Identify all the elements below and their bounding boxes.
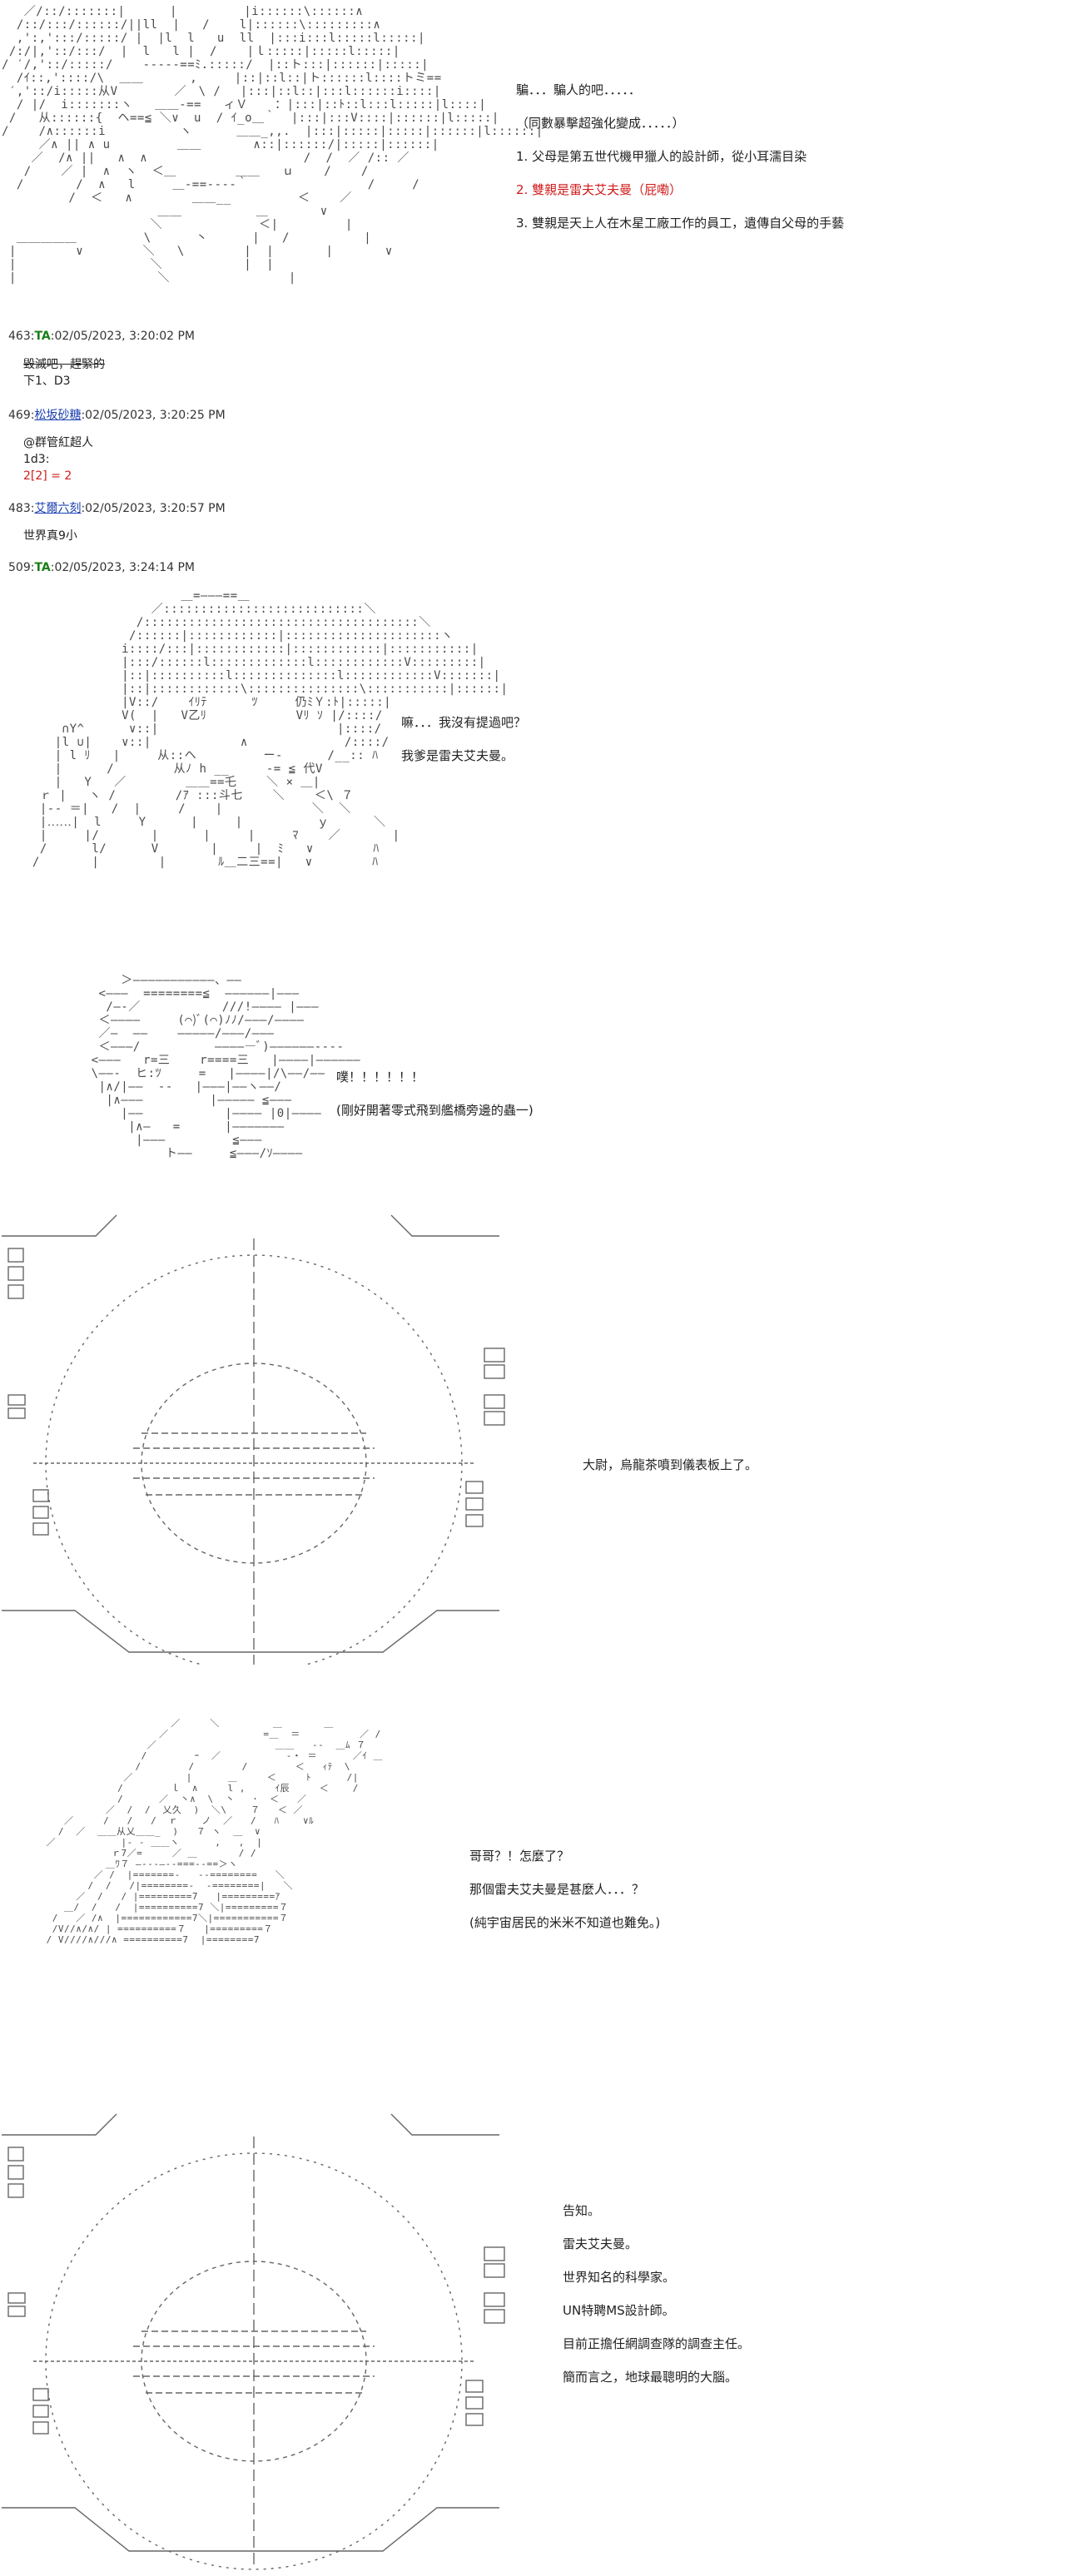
dialogue-line: 2. 雙親是雷夫艾夫曼（屁嘞） xyxy=(516,182,682,197)
dialogue-line: 大尉，烏龍茶噴到儀表板上了。 xyxy=(583,1457,758,1472)
dialogue-panel6: 告知。 雷夫艾夫曼。 世界知名的科學家。 UN特聘MS設計師。 目前正擔任網調查… xyxy=(563,2194,750,2394)
dice-result: 2[2] = 2 xyxy=(23,469,72,483)
dialogue-panel5: 哥哥？！怎麼了？ 那個雷夫艾夫曼是甚麼人．．．？ (純宇宙居民的米米不知道也難免… xyxy=(469,1839,660,1939)
dialogue-line: 嘛．．．我沒有提過吧？ xyxy=(401,715,527,730)
post-number: 469: xyxy=(8,409,35,422)
dialogue-line: 3. 雙親是天上人在木星工廠工作的員工，遺傳自父母的手藝 xyxy=(516,216,845,231)
dialogue-line: 簡而言之，地球最聰明的大腦。 xyxy=(563,2370,738,2385)
dialogue-line: 告知。 xyxy=(563,2203,601,2218)
dialogue-line: 噗！！！！！！ xyxy=(336,1070,424,1085)
post-header: 509:TA:02/05/2023, 3:24:14 PM xyxy=(8,561,195,574)
post-date: :02/05/2023, 3:20:02 PM xyxy=(50,330,196,343)
post-header: 483:艾爾六刻:02/05/2023, 3:20:57 PM xyxy=(8,499,226,516)
ascii-art-panel2: ＿=―――==＿ ／:::::::::::::::::::::::::::＼ /… xyxy=(32,589,509,869)
dialogue-line: 哥哥？！怎麼了？ xyxy=(469,1849,570,1864)
post-header: 463:TA:02/05/2023, 3:20:02 PM xyxy=(8,330,195,343)
post-date: :02/05/2023, 3:20:57 PM xyxy=(81,502,226,515)
dialogue-line: 我爹是雷夫艾夫曼。 xyxy=(401,748,514,763)
dialogue-line: (剛好開著零式飛到艦橋旁邊的蟲一) xyxy=(336,1103,534,1118)
poster-name[interactable]: TA xyxy=(34,561,51,574)
dialogue-panel1: 騙．．．騙人的吧．．．．． （同數暴擊超強化變成．．．．．） 1. 父母是第五世… xyxy=(516,73,844,240)
cockpit-hud-panel6 xyxy=(2,2113,505,2570)
post-header: 469:松坂砂糖:02/05/2023, 3:20:25 PM xyxy=(8,406,226,423)
post-number: 509: xyxy=(8,561,35,574)
dialogue-line: UN特聘MS設計師。 xyxy=(563,2303,675,2318)
dialogue-line: 騙．．．騙人的吧．．．．． xyxy=(516,82,642,97)
dialogue-panel3: 噗！！！！！！ (剛好開著零式飛到艦橋旁邊的蟲一) xyxy=(336,1060,534,1127)
post-date: :02/05/2023, 3:20:25 PM xyxy=(81,409,226,422)
dialogue-panel4: 大尉，烏龍茶噴到儀表板上了。 xyxy=(583,1448,757,1482)
dialogue-line: (純宇宙居民的米米不知道也難免。) xyxy=(469,1915,661,1930)
post-line: 下1、D3 xyxy=(23,375,71,388)
dialogue-line: 目前正擔任網調查隊的調查主任。 xyxy=(563,2336,751,2351)
post-body: 世界真9小 xyxy=(23,528,77,544)
post-line: 世界真9小 xyxy=(23,529,77,543)
post-line: 毀滅吧，趕緊的 xyxy=(23,358,105,371)
post-line: 1d3: xyxy=(23,453,50,466)
post-number: 463: xyxy=(8,330,35,343)
ascii-art-panel3: ＞―――――――――――、―― <――― ========≦ ――――――|――… xyxy=(91,974,361,1160)
cockpit-hud-panel4 xyxy=(2,1214,505,1665)
dialogue-panel2: 嘛．．．我沒有提過吧？ 我爹是雷夫艾夫曼。 xyxy=(401,706,526,772)
post-body: @群管紅超人 1d3: 2[2] = 2 xyxy=(23,434,93,484)
poster-name[interactable]: TA xyxy=(34,330,51,343)
post-line: @群管紅超人 xyxy=(23,436,93,449)
ascii-art-panel5: ／ ＼ ＿ ＿ ／ =＿ ＝ ／ / ／ ＿＿ ‐‐ ＿ﾑ ７ / ｰ ／ ‐・… xyxy=(46,1718,383,1945)
post-date: :02/05/2023, 3:24:14 PM xyxy=(50,561,196,574)
dialogue-line: 那個雷夫艾夫曼是甚麼人．．．？ xyxy=(469,1882,645,1897)
dialogue-line: 1. 父母是第五世代機甲獵人的設計師，從小耳濡目染 xyxy=(516,149,807,164)
ascii-art-panel1: ／/::/:::::::| | |i::::::\::::::∧ /::/:::… xyxy=(2,5,543,285)
dialogue-line: 雷夫艾夫曼。 xyxy=(563,2236,638,2251)
dialogue-line: （同數暴擊超強化變成．．．．．） xyxy=(516,116,685,131)
poster-name[interactable]: 艾爾六刻 xyxy=(34,502,82,515)
post-number: 483: xyxy=(8,502,35,515)
poster-name[interactable]: 松坂砂糖 xyxy=(34,409,82,422)
dialogue-line: 世界知名的科學家。 xyxy=(563,2270,676,2285)
post-body: 毀滅吧，趕緊的 下1、D3 xyxy=(23,356,105,390)
